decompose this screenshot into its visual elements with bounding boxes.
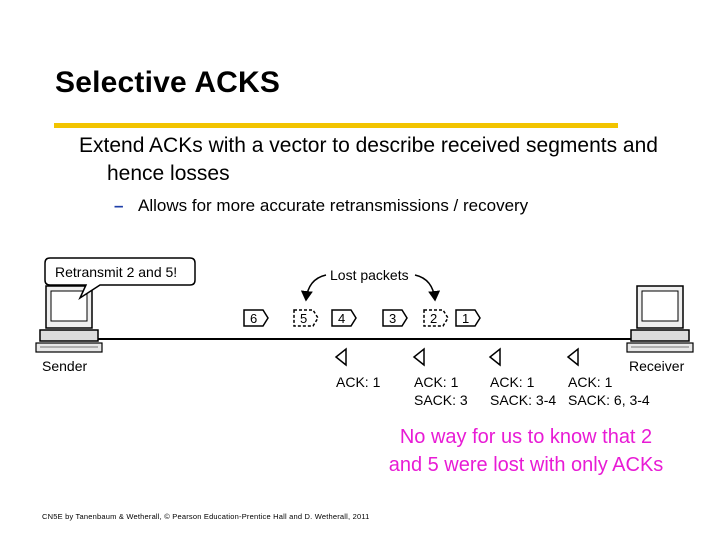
packet-5-label: 5 <box>300 311 307 326</box>
packet-6-label: 6 <box>250 311 257 326</box>
ack-arrow-2 <box>412 347 425 367</box>
ack-3-line2: SACK: 3-4 <box>490 392 556 408</box>
ack-arrow-1 <box>334 347 347 367</box>
packet-3: 3 <box>382 309 408 327</box>
lost-arrow-left <box>300 274 327 302</box>
ack-2-line1: ACK: 1 <box>414 374 459 390</box>
packet-6: 6 <box>243 309 269 327</box>
dash-marker: – <box>114 196 124 215</box>
packet-2-label: 2 <box>430 311 437 326</box>
ack-arrow-3 <box>488 347 501 367</box>
packet-5-lost: 5 <box>293 309 319 327</box>
lost-arrow-right <box>414 274 441 302</box>
ack-3-line1: ACK: 1 <box>490 374 535 390</box>
packet-3-label: 3 <box>389 311 396 326</box>
receiver-computer-icon <box>626 285 694 353</box>
packet-4-label: 4 <box>338 311 345 326</box>
speech-bubble <box>44 257 196 301</box>
ack-4-line1: ACK: 1 <box>568 374 613 390</box>
packet-1-label: 1 <box>462 311 469 326</box>
packet-2-lost: 2 <box>423 309 449 327</box>
footer-credit: CN5E by Tanenbaum & Wetherall, © Pearson… <box>42 512 370 521</box>
sub-bullet-text: Allows for more accurate retransmissions… <box>138 196 529 215</box>
lost-packets-label: Lost packets <box>330 267 409 283</box>
sender-computer-icon <box>35 285 103 353</box>
packet-1: 1 <box>455 309 481 327</box>
speech-bubble-text: Retransmit 2 and 5! <box>55 264 177 280</box>
bullet-extend-acks: Extend ACKs with a vector to describe re… <box>79 134 658 185</box>
sender-label: Sender <box>42 358 87 374</box>
ack-4-line2: SACK: 6, 3-4 <box>568 392 650 408</box>
sub-bullet: –Allows for more accurate retransmission… <box>114 196 674 216</box>
ack-2-line2: SACK: 3 <box>414 392 468 408</box>
ack-arrow-4 <box>566 347 579 367</box>
ack-1-line1: ACK: 1 <box>336 374 381 390</box>
title-underline <box>54 123 618 128</box>
note-text: No way for us to know that 2 and 5 were … <box>388 426 664 476</box>
receiver-label: Receiver <box>629 358 685 374</box>
slide-title: Selective ACKS <box>55 66 281 99</box>
packet-4: 4 <box>331 309 357 327</box>
